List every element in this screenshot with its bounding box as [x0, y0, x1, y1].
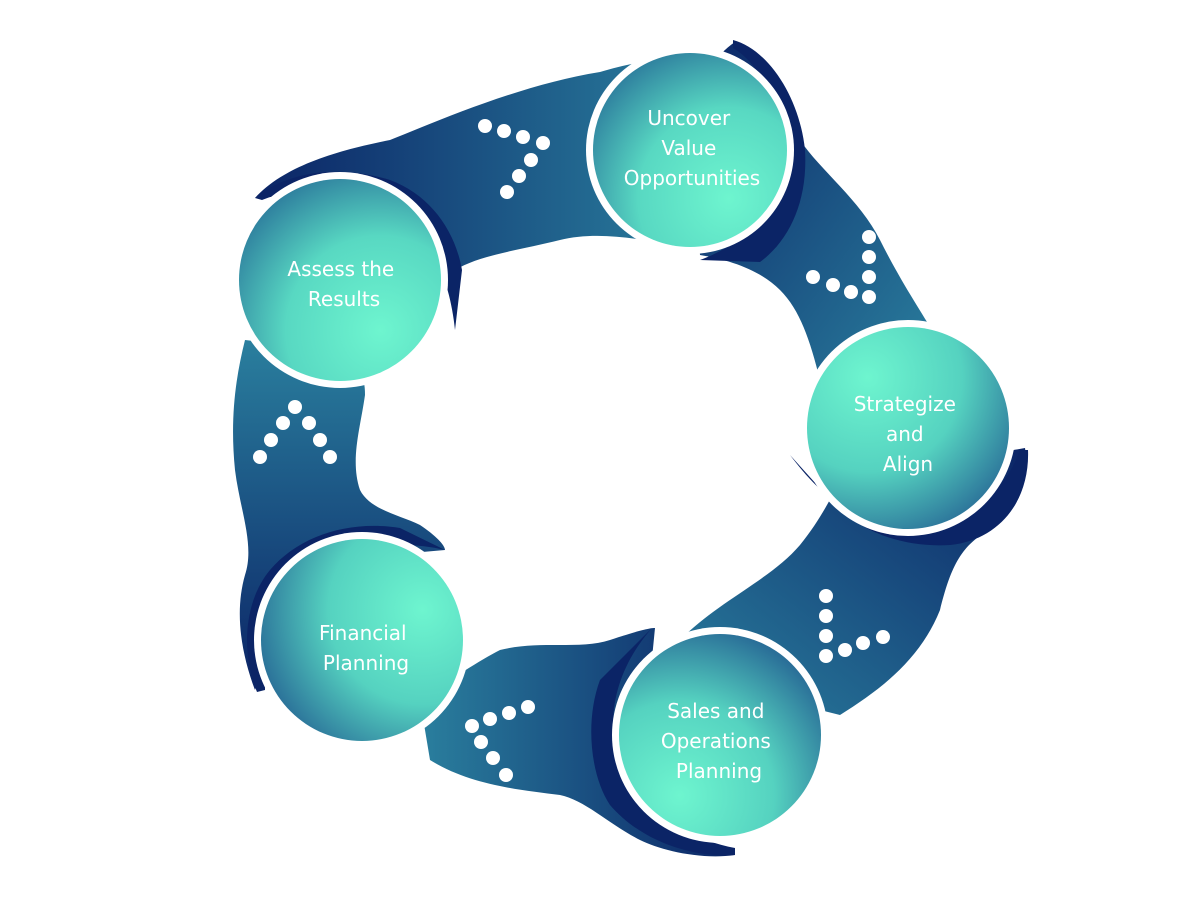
node-sop-line-1: Sales and: [667, 699, 764, 723]
node-assess-circle[interactable]: [239, 179, 441, 381]
dotted-chevron-arrow-icon: [819, 589, 890, 663]
svg-text:Assess the Results: Assess the Results: [287, 257, 400, 311]
node-sop-line-3: Planning: [676, 759, 762, 783]
svg-text:Financial Planning: Financial Planning: [319, 621, 413, 675]
node-sop-circle[interactable]: [619, 634, 821, 836]
hook-sop: [591, 628, 735, 856]
node-strategize-line-2: and: [886, 422, 924, 446]
node-assess[interactable]: Assess the Results: [232, 172, 448, 388]
node-financial-line-1: Financial: [319, 621, 407, 645]
svg-text:Sales and Operations: Sales and Operations Planning: [661, 699, 777, 783]
band-sop-to-financial: [420, 628, 735, 857]
dotted-chevron-arrow-icon: [465, 700, 535, 782]
node-strategize-line-1: Strategize: [854, 392, 956, 416]
node-financial[interactable]: Financial Planning: [254, 532, 470, 748]
node-uncover-line-3: Opportunities: [624, 166, 760, 190]
node-uncover-circle[interactable]: [593, 53, 787, 247]
dotted-chevron-arrow-icon: [806, 230, 876, 304]
node-assess-line-1: Assess the: [287, 257, 394, 281]
svg-text:Uncover Value: Uncover Value Opportunities: [624, 106, 760, 190]
node-financial-line-2: Planning: [323, 651, 409, 675]
node-uncover-line-1: Uncover: [647, 106, 731, 130]
dotted-chevron-arrow-icon: [478, 119, 550, 199]
node-sop[interactable]: Sales and Operations Planning: [612, 627, 828, 843]
node-financial-circle[interactable]: [261, 539, 463, 741]
hook-uncover: [700, 40, 806, 262]
dotted-chevron-arrow-icon: [253, 400, 337, 464]
hook-strategize: [790, 450, 1029, 546]
node-sop-line-2: Operations: [661, 729, 771, 753]
svg-text:Strategize and: Strategize and Align: [854, 392, 963, 476]
band-assess-to-uncover: [255, 61, 700, 270]
node-strategize-line-3: Align: [883, 452, 933, 476]
node-uncover-line-2: Value: [661, 136, 716, 160]
node-strategize[interactable]: Strategize and Align: [800, 320, 1016, 536]
arrows: [253, 119, 890, 782]
node-strategize-circle[interactable]: [807, 327, 1009, 529]
node-uncover[interactable]: Uncover Value Opportunities: [586, 46, 794, 254]
nodes: Uncover Value Opportunities Strategize a…: [232, 46, 1016, 843]
node-assess-line-2: Results: [308, 287, 380, 311]
